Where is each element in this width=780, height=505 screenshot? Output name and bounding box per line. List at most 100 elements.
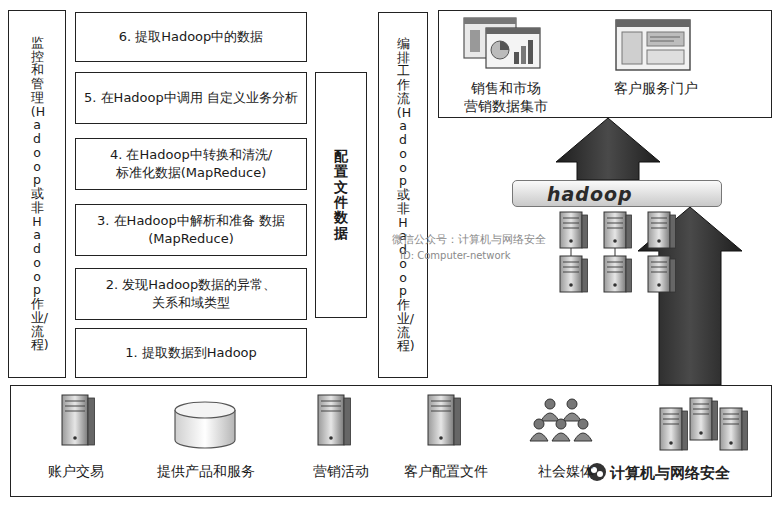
- source-server: [663, 419, 679, 420]
- people-icon: [545, 399, 555, 409]
- cluster-servers: [563, 272, 579, 273]
- source-server: [344, 398, 351, 445]
- source-server: [682, 411, 688, 450]
- people-icon: [578, 419, 588, 429]
- cluster-servers: [607, 228, 623, 229]
- cluster-servers: [657, 239, 661, 243]
- workflow-band: 编排工作流(Hadoop或非Hadoop作业/流程): [378, 12, 428, 378]
- portal-icon: [647, 32, 684, 46]
- cluster-servers: [657, 283, 661, 287]
- people-icon: [574, 433, 592, 441]
- report-icon: [486, 28, 540, 68]
- report-icon: [500, 41, 509, 50]
- source-server: [318, 395, 344, 445]
- process-box: 6. 提取Hadoop中的数据: [75, 12, 307, 62]
- node-text: 2. 发现Hadoop数据的异常、 关系和域类型: [84, 276, 298, 311]
- process-box: 2. 发现Hadoop数据的异常、 关系和域类型: [75, 268, 307, 320]
- node-text: 6. 提取Hadoop中的数据: [119, 28, 264, 46]
- source-server: [65, 401, 85, 402]
- watermark-icon: [597, 471, 603, 477]
- cluster-servers: [613, 239, 617, 243]
- source-server: [712, 401, 718, 440]
- cluster-servers: [626, 259, 632, 292]
- cluster-servers: [670, 259, 676, 292]
- people-icon: [530, 433, 548, 441]
- hadoop-logo: hadoop: [512, 180, 722, 207]
- cluster-servers: [582, 215, 588, 248]
- source-server: [742, 411, 748, 450]
- process-box: 1. 提取数据到Hadoop: [75, 328, 307, 378]
- source-server: [431, 401, 451, 402]
- node-text: 5. 在Hadoop中调用 自定义业务分析: [84, 89, 298, 107]
- source-server: [73, 436, 77, 440]
- cluster-servers: [607, 218, 623, 219]
- cluster-servers: [563, 223, 579, 224]
- people-icon: [541, 413, 559, 421]
- report-icon: [464, 18, 540, 68]
- cluster-servers: [651, 262, 667, 263]
- source-server: [62, 395, 88, 445]
- report-icon: [514, 52, 519, 64]
- cluster-servers: [651, 272, 667, 273]
- report-icon: [464, 18, 516, 24]
- cluster-servers: [563, 267, 579, 268]
- cluster-servers: [648, 212, 670, 248]
- cluster-servers: [607, 223, 623, 224]
- cluster-servers: [651, 267, 667, 268]
- cluster-servers: [571, 248, 659, 256]
- flow-arrow: [638, 207, 742, 385]
- cluster-servers: [651, 228, 667, 229]
- source-server: [321, 411, 341, 412]
- source-server: [88, 398, 95, 445]
- source-server: [431, 411, 451, 412]
- cluster-servers: [670, 215, 676, 248]
- cluster-servers: [651, 218, 667, 219]
- source-server: [723, 414, 739, 415]
- cluster-servers: [648, 256, 670, 292]
- item-label: 客户配置文件: [386, 462, 506, 480]
- portal-icon: [650, 41, 674, 42]
- cluster-servers: [607, 267, 623, 268]
- source-server: [65, 411, 85, 412]
- report-icon: [491, 41, 509, 59]
- cluster-servers: [607, 262, 623, 263]
- cluster-servers: [569, 283, 573, 287]
- process-box: 5. 在Hadoop中调用 自定义业务分析: [75, 72, 307, 124]
- watermark: 计算机与网络安全: [610, 464, 730, 483]
- report-icon: [486, 28, 540, 34]
- source-server: [693, 404, 709, 405]
- cluster-servers: [604, 212, 626, 248]
- source-server: [720, 408, 742, 450]
- cluster-servers: [607, 272, 623, 273]
- item-label: 营销活动: [281, 462, 401, 480]
- source-server: [321, 401, 341, 402]
- portal-icon: [616, 20, 690, 27]
- item-label: 销售和市场 营销数据集市: [451, 79, 561, 115]
- source-server: [62, 395, 748, 450]
- source-server: [669, 441, 673, 445]
- target-panel: 销售和市场 营销数据集市客户服务门户: [438, 10, 772, 118]
- portal-icon: [647, 50, 684, 64]
- people-icon: [556, 419, 566, 429]
- source-server: [723, 419, 739, 420]
- cluster-servers: [651, 223, 667, 224]
- source-server: [660, 408, 682, 450]
- cluster-servers: [563, 262, 579, 263]
- people-icon: [534, 419, 544, 429]
- cluster-servers: [563, 228, 579, 229]
- node-text: hadoop: [547, 183, 633, 205]
- portal-icon: [616, 20, 690, 70]
- item-label: 提供产品和服务: [146, 462, 266, 480]
- source-server: [454, 398, 461, 445]
- source-server: [428, 395, 454, 445]
- process-box: 3. 在Hadoop中解析和准备 数据(MapReduce): [75, 204, 307, 256]
- cluster-servers: [563, 218, 579, 219]
- source-server: [699, 431, 703, 435]
- portal-icon: [616, 20, 690, 70]
- cluster-servers: [582, 259, 588, 292]
- cluster-servers: [560, 256, 582, 292]
- item-label: 账户交易: [16, 462, 136, 480]
- report-icon: [521, 46, 526, 64]
- source-server: [690, 398, 712, 440]
